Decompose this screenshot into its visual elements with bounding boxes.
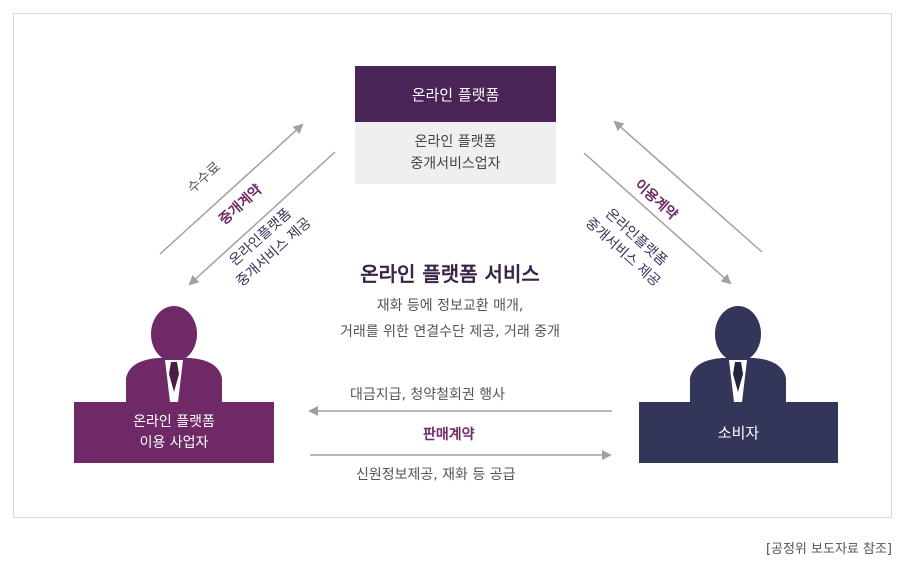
sales-contract-label: 판매계약 [423,427,475,443]
platform-subtitle-box: 온라인 플랫폼 중개서비스업자 [355,122,556,184]
center-desc-line1: 재화 등에 정보교환 매개, [376,298,524,314]
payment-label: 대금지급, 청약철회권 행사 [350,387,506,403]
seller-person-icon [126,306,222,402]
center-title: 온라인 플랫폼 서비스 [360,262,540,286]
consumer-box: 소비자 [639,402,838,463]
seller-line1: 온라인 플랫폼 [133,413,215,430]
left-up-arrow [159,123,304,255]
platform-sub-line1: 온라인 플랫폼 [414,134,497,150]
platform-title: 온라인 플랫폼 [411,85,500,104]
consumer-label: 소비자 [717,424,760,442]
supply-label: 신원정보제공, 재화 등 공급 [356,467,516,483]
right-down-arrow [583,152,732,285]
left-down-arrow [188,151,336,286]
platform-title-box: 온라인 플랫폼 [355,66,556,122]
seller-box: 온라인 플랫폼 이용 사업자 [74,402,274,463]
center-description: 재화 등에 정보교환 매개, 거래를 위한 연결수단 제공, 거래 중개 [260,293,640,345]
consumer-person-icon [690,306,786,402]
source-caption: [공정위 보도자료 참조] [765,542,892,557]
center-desc-line2: 거래를 위한 연결수단 제공, 거래 중개 [340,324,560,340]
right-up-arrow [613,120,763,253]
platform-sub-line2: 중개서비스업자 [410,156,501,172]
seller-line2: 이용 사업자 [139,434,209,451]
